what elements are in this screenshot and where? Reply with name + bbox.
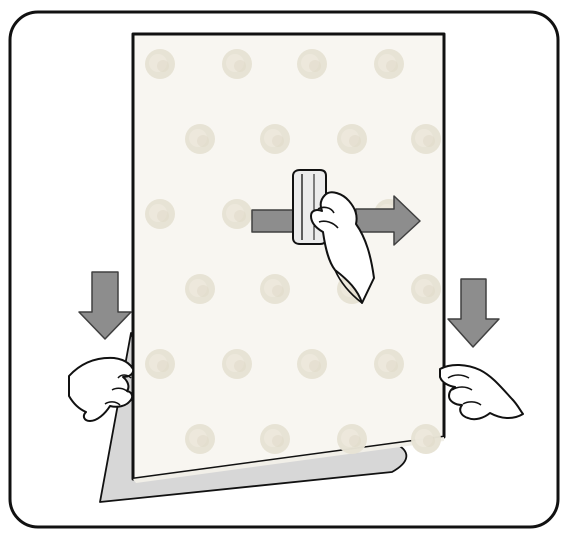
polka-dot	[411, 124, 441, 154]
polka-dot	[145, 49, 175, 79]
down-arrow-icon-right	[447, 278, 500, 348]
polka-dot	[374, 349, 404, 379]
polka-dot	[411, 424, 441, 454]
polka-dot	[145, 349, 175, 379]
polka-dot-pattern	[145, 49, 441, 454]
polka-dot	[297, 49, 327, 79]
polka-dot	[222, 49, 252, 79]
polka-dot	[185, 424, 215, 454]
polka-dot	[222, 199, 252, 229]
polka-dot	[185, 274, 215, 304]
polka-dot	[337, 424, 367, 454]
polka-dot	[145, 199, 175, 229]
hand-icon-center	[310, 191, 375, 304]
polka-dot	[297, 349, 327, 379]
polka-dot	[411, 274, 441, 304]
right-arrow-icon	[251, 195, 421, 246]
polka-dot	[185, 124, 215, 154]
wallpaper-sheet-icon	[131, 32, 446, 483]
polka-dot	[260, 424, 290, 454]
polka-dot	[260, 124, 290, 154]
down-arrow-icon-left	[78, 271, 132, 340]
hand-icon-left	[68, 356, 135, 422]
polka-dot	[260, 274, 290, 304]
polka-dot	[374, 49, 404, 79]
polka-dot	[222, 349, 252, 379]
polka-dot	[337, 124, 367, 154]
hand-icon-right	[439, 364, 524, 421]
